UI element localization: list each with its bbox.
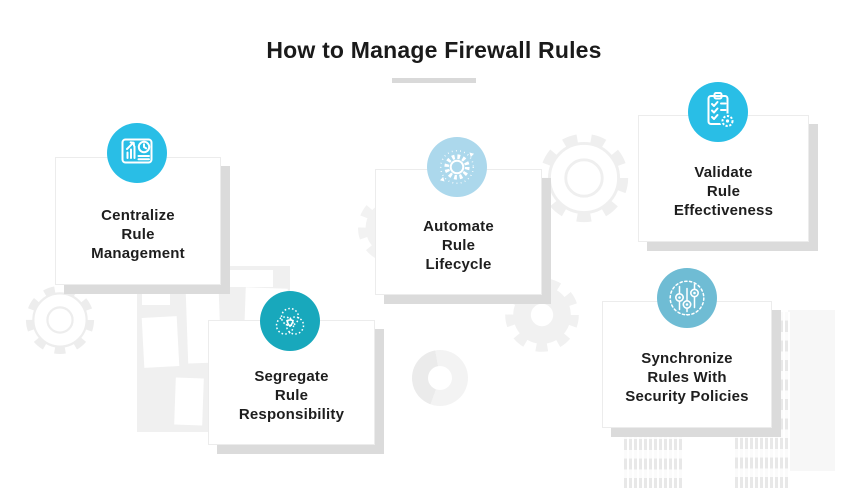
card-icon-circle (688, 82, 748, 142)
automation-cycle-gear-icon (439, 149, 475, 185)
checklist-gear-icon (707, 92, 735, 129)
card-label: Validate Rule Effectiveness (673, 164, 774, 219)
card-label: Automate Rule Lifecycle (423, 217, 494, 273)
floor-plan-room (174, 377, 204, 426)
page-title: How to Manage Firewall Rules (266, 37, 602, 63)
building-backdrop (788, 310, 835, 471)
card-label: Segregate Rule Responsibility (238, 368, 345, 423)
donut-chart-decoration (412, 350, 468, 406)
floor-plan-room (142, 290, 170, 305)
floor-plan-room (223, 270, 273, 287)
card-icon-circle (260, 291, 320, 351)
card-label: Centralize Rule Management (91, 206, 185, 262)
title-underline (392, 78, 476, 83)
card-icon-circle (427, 137, 487, 197)
venn-diagram-icon (275, 307, 305, 335)
floor-plan-room (141, 316, 180, 368)
gear-outline-icon (25, 285, 95, 355)
card-icon-circle (657, 268, 717, 328)
card-synchronize-rules-security-policies: Synchronize Rules With Security Policies (602, 301, 772, 428)
sliders-sync-icon (669, 280, 705, 316)
gear-filled-icon (505, 278, 579, 352)
donut-hole (428, 366, 452, 390)
dashboard-chart-icon (121, 138, 153, 164)
gear-outline-icon (539, 133, 629, 223)
card-icon-circle (107, 123, 167, 183)
card-label: Synchronize Rules With Security Policies (625, 350, 749, 405)
